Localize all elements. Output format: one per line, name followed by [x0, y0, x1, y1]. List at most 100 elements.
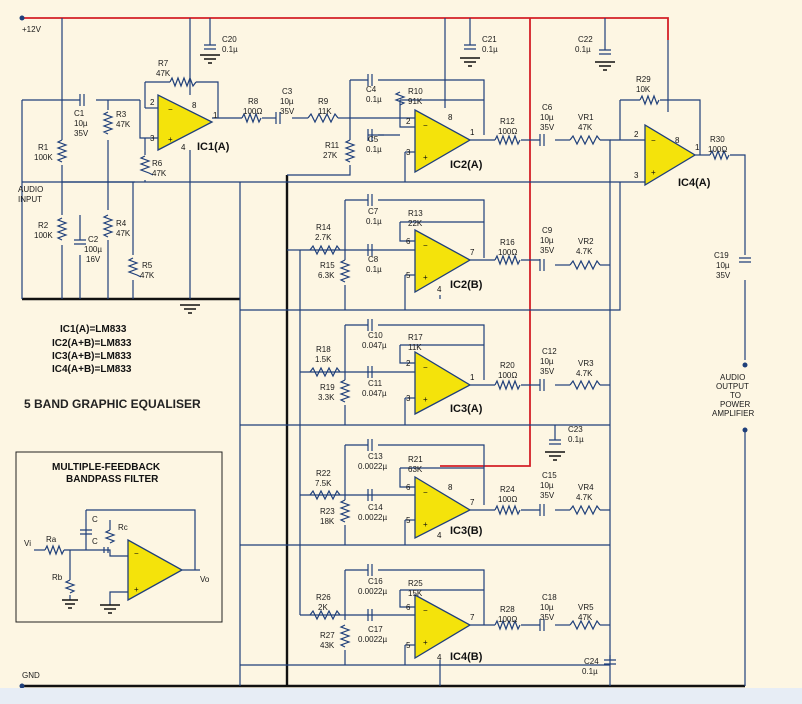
svg-text:+: +	[423, 520, 428, 529]
c3-name: C3	[282, 87, 293, 96]
audio-output-label-1: AUDIO	[720, 373, 745, 382]
c4-name: C4	[366, 85, 377, 94]
ic3a-label: IC3(A)	[450, 403, 483, 415]
c1-name: C1	[74, 109, 85, 118]
opamp-ic2a: −+	[414, 108, 472, 174]
ic2b-pin-plus: 5	[406, 271, 411, 280]
ic2b-label: IC2(B)	[450, 279, 483, 291]
svg-text:−: −	[423, 363, 428, 372]
r11-value: 27K	[323, 151, 338, 160]
vr4-name: VR4	[578, 483, 594, 492]
audio-output-label-3: TO	[730, 391, 741, 400]
r25-name: R25	[408, 579, 423, 588]
ic2a-pin-plus: 3	[406, 148, 411, 157]
r10-name: R10	[408, 87, 423, 96]
ic2b-pin-out: 7	[470, 248, 475, 257]
c8-value: 0.1µ	[366, 265, 382, 274]
r1-value: 100K	[34, 153, 53, 162]
r27-name: R27	[320, 631, 335, 640]
vr1-name: VR1	[578, 113, 594, 122]
audio-output-label-2: OUTPUT	[716, 382, 749, 391]
c24-name: C24	[584, 657, 599, 666]
svg-text:−: −	[168, 105, 173, 114]
ic2b-pin-minus: 6	[406, 237, 411, 246]
ic-note-4: IC4(A+B)=LM833	[52, 364, 132, 375]
supply-node	[19, 15, 25, 21]
mfb-rc: Rc	[118, 523, 128, 532]
supply-rail	[22, 17, 669, 40]
r1-name: R1	[38, 143, 49, 152]
r5-value: 47K	[140, 271, 155, 280]
r20-value: 100Ω	[498, 371, 517, 380]
svg-text:+: +	[423, 638, 428, 647]
c21-name: C21	[482, 35, 497, 44]
ic3a-pin-minus: 2	[406, 359, 411, 368]
c9-name: C9	[542, 226, 553, 235]
r22-value: 7.5K	[315, 479, 332, 488]
ic4a-pin-plus: 3	[634, 171, 639, 180]
r18-name: R18	[316, 345, 331, 354]
mfb-title-1: MULTIPLE-FEEDBACK	[52, 462, 161, 473]
vr4-value: 4.7K	[576, 493, 593, 502]
c19-name: C19	[714, 251, 729, 260]
svg-text:−: −	[134, 549, 139, 558]
r28-name: R28	[500, 605, 515, 614]
svg-text:+: +	[134, 585, 139, 594]
r26-value: 2K	[318, 603, 328, 612]
ic-note-3: IC3(A+B)=LM833	[52, 351, 132, 362]
mfb-opamp	[127, 538, 184, 602]
ic3a-pin-out: 1	[470, 373, 475, 382]
ic2a-pin-vcc: 8	[448, 113, 453, 122]
ic4a-label: IC4(A)	[678, 177, 711, 189]
gnd-node	[19, 683, 25, 689]
r9-value: 11K	[318, 107, 332, 116]
c7-value: 0.1µ	[366, 217, 382, 226]
svg-text:−: −	[423, 606, 428, 615]
r19-name: R19	[320, 383, 335, 392]
c9-voltage: 35V	[540, 246, 555, 255]
supply-label: +12V	[22, 25, 42, 34]
svg-text:−: −	[423, 121, 428, 130]
ic1a-pin-minus: 2	[150, 98, 155, 107]
r14-name: R14	[316, 223, 331, 232]
c10-name: C10	[368, 331, 383, 340]
c12-name: C12	[542, 347, 557, 356]
c24-value: 0.1µ	[582, 667, 598, 676]
opamp-ic4b: −+	[414, 593, 472, 660]
c14-value: 0.0022µ	[358, 513, 387, 522]
r18-value: 1.5K	[315, 355, 332, 364]
vr1-value: 47K	[578, 123, 593, 132]
ic2a-pin-minus: 2	[406, 117, 411, 126]
c19-voltage: 35V	[716, 271, 731, 280]
mfb-title-2: BANDPASS FILTER	[66, 474, 159, 485]
mfb-vo: Vo	[200, 575, 210, 584]
c2-voltage: 16V	[86, 255, 101, 264]
ic4b-pin-out: 7	[470, 613, 475, 622]
c3-value: 10µ	[280, 97, 294, 106]
audio-output-top-jack[interactable]	[742, 362, 748, 368]
vr2-name: VR2	[578, 237, 594, 246]
c8-name: C8	[368, 255, 379, 264]
svg-text:+: +	[168, 135, 173, 144]
r5-name: R5	[142, 261, 153, 270]
r12-name: R12	[500, 117, 515, 126]
c20-name: C20	[222, 35, 237, 44]
r28-value: 100Ω	[498, 615, 517, 624]
r6-name: R6	[152, 159, 163, 168]
ic4b-label: IC4(B)	[450, 651, 483, 663]
opamp-ic3b: −+	[414, 475, 472, 540]
c18-name: C18	[542, 593, 557, 602]
audio-input-label-1: AUDIO	[18, 185, 43, 194]
wiring	[21, 18, 746, 686]
r30-name: R30	[710, 135, 725, 144]
r4-value: 47K	[116, 229, 131, 238]
r2-value: 100K	[34, 231, 53, 240]
c1-voltage: 35V	[74, 129, 89, 138]
r2-name: R2	[38, 221, 49, 230]
ic1a-pin-out: 1	[213, 111, 218, 120]
mfb-rb: Rb	[52, 573, 63, 582]
ic-note-1: IC1(A)=LM833	[60, 324, 127, 335]
c13-value: 0.0022µ	[358, 462, 387, 471]
